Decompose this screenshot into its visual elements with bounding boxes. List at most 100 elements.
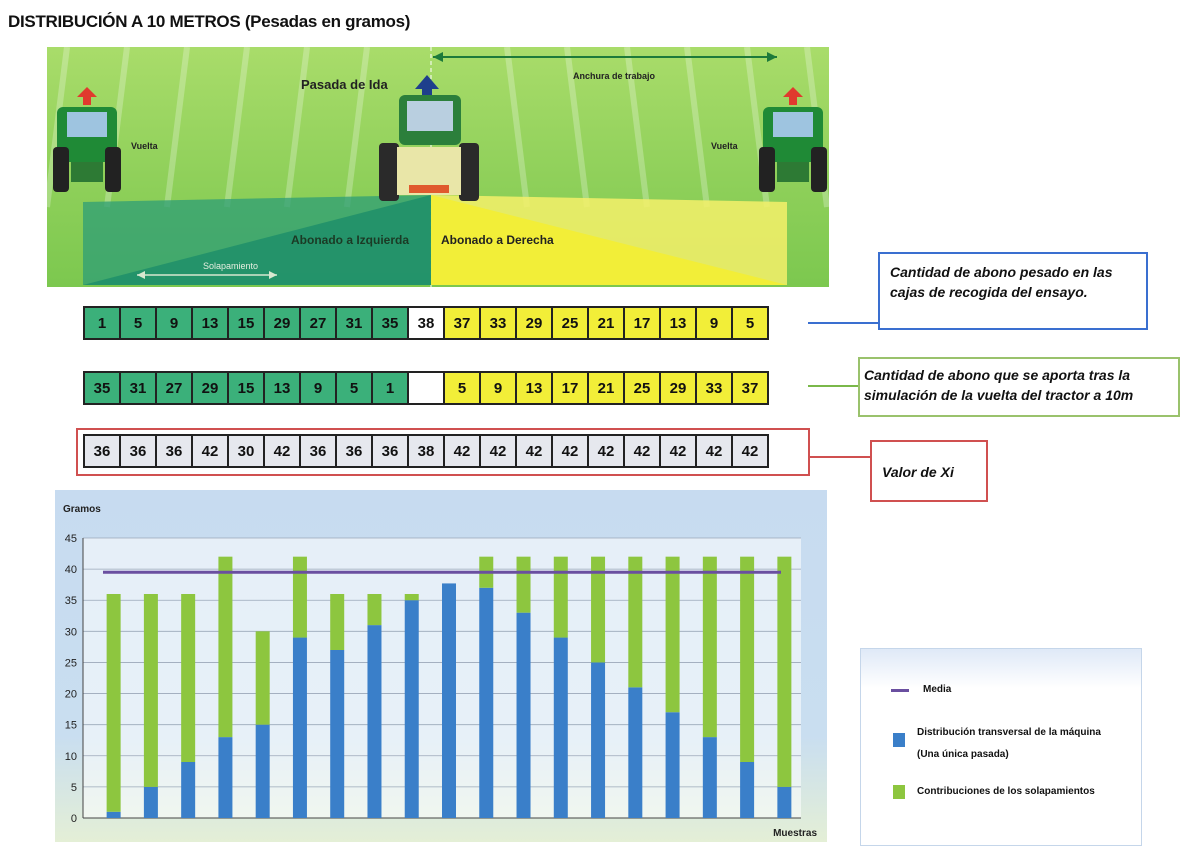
bar-blue [143,786,158,818]
simulated-cell: 5 [337,373,371,403]
measured-cell: 15 [229,308,263,338]
xi-cell: 42 [193,436,227,466]
measured-cell: 33 [481,308,515,338]
measured-cell: 29 [265,308,299,338]
right-spread-dark [431,195,787,285]
note-measured-line2: cajas de recogida del ensayo. [890,284,1088,300]
xi-cell: 42 [733,436,767,466]
legend-dist-line2: (Una única pasada) [917,749,1009,760]
xi-cell: 42 [553,436,587,466]
xi-cell: 30 [229,436,263,466]
bar-green [106,594,121,812]
y-tick-label: 15 [65,720,77,732]
bar-green [591,556,606,663]
measured-cell: 17 [625,308,659,338]
measured-cell: 13 [661,308,695,338]
tractor-center-icon [379,75,479,201]
y-tick-label: 5 [71,782,77,794]
measured-cell: 5 [733,308,767,338]
bar-green [404,594,419,601]
note-simulated-line1: Cantidad de abono que se aporta tras la [864,367,1131,383]
xi-cell: 36 [157,436,191,466]
chart-legend: Media Distribución transversal de la máq… [860,648,1142,846]
y-tick-label: 45 [65,533,77,545]
simulated-cell: 25 [625,373,659,403]
xi-cell: 42 [625,436,659,466]
xi-cell: 42 [661,436,695,466]
y-axis-label: Gramos [63,504,101,515]
y-tick-label: 35 [65,595,77,607]
xi-cell: 36 [85,436,119,466]
bar-blue [330,650,345,818]
xi-cell: 36 [373,436,407,466]
izquierda-label: Abonado a Izquierda [291,233,410,247]
simulated-cell: 9 [301,373,335,403]
simulated-cell: 35 [85,373,119,403]
simulated-cell: 21 [589,373,623,403]
xi-cell: 42 [265,436,299,466]
tractor-right-icon [759,87,827,192]
bar-green [181,594,196,762]
measured-cell: 29 [517,308,551,338]
bar-green [702,556,717,738]
bar-blue [292,637,307,818]
simulated-cell: 37 [733,373,767,403]
note-measured-line1: Cantidad de abono pesado en las [890,264,1113,280]
y-tick-label: 0 [71,813,77,825]
measured-cell: 37 [445,308,479,338]
measured-cell: 9 [157,308,191,338]
legend-dist-line1: Distribución transversal de la máquina [917,727,1101,738]
bar-blue [591,662,606,818]
connector-1 [808,322,880,324]
bar-green [553,556,568,638]
measured-cell: 35 [373,308,407,338]
bar-green [367,594,382,626]
measured-cell: 31 [337,308,371,338]
simulated-cell: 9 [481,373,515,403]
xi-cell: 42 [589,436,623,466]
derecha-label: Abonado a Derecha [441,233,554,247]
tractor-left-icon [53,87,121,192]
bar-green [628,556,643,688]
legend-media-label: Media [923,684,952,695]
simulated-cell: 29 [661,373,695,403]
left-spread-dark [83,195,431,285]
simulated-cell: 1 [373,373,407,403]
y-tick-label: 10 [65,751,77,763]
bar-green [330,594,345,650]
bar-blue [479,587,494,818]
bar-blue [702,737,717,818]
y-tick-label: 30 [65,626,77,638]
simulated-cell: 5 [445,373,479,403]
bar-blue [181,762,196,818]
xi-cell: 42 [517,436,551,466]
bar-blue [404,600,419,818]
note-xi: Valor de Xi [870,440,988,502]
bar-blue [442,583,456,818]
anchura-label: Anchura de trabajo [573,71,656,81]
bar-green [777,556,792,787]
legend-media-swatch [891,689,909,692]
connector-2 [808,385,860,387]
bar-green [218,556,233,738]
bar-blue [665,712,680,818]
bar-green [740,556,755,762]
note-measured: Cantidad de abono pesado en las cajas de… [878,252,1148,330]
y-tick-label: 25 [65,657,77,669]
y-tick-label: 20 [65,689,77,701]
xi-row-frame [76,428,810,476]
connector-3 [808,456,872,458]
xi-cell: 42 [697,436,731,466]
bar-green [255,631,270,725]
bar-green [516,556,531,613]
vuelta-right-label: Vuelta [711,141,738,151]
bar-green [143,594,158,787]
simulated-cell [409,373,443,403]
bar-green [665,556,680,713]
simulated-cell: 31 [121,373,155,403]
xi-cell: 38 [409,436,443,466]
